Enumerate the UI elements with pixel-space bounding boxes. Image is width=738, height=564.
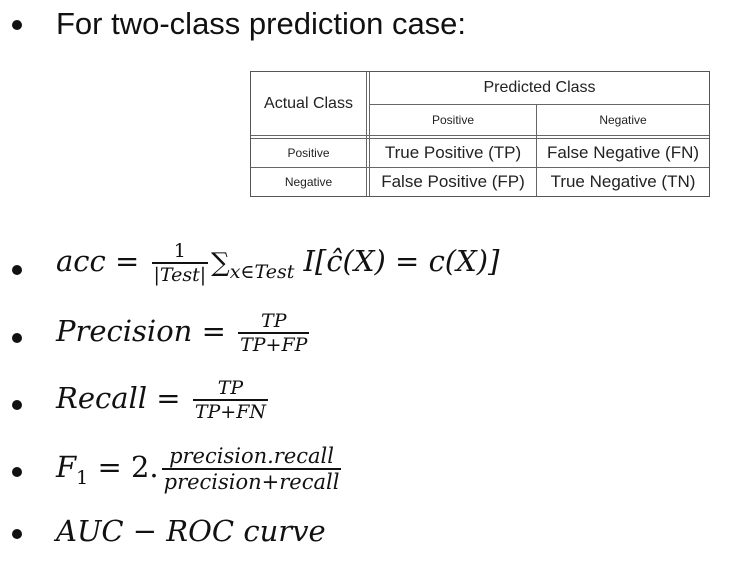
recall-fraction: TP TP+FN [192, 377, 269, 423]
page-title: For two-class prediction case: [56, 6, 467, 41]
row-header-negative: Negative [284, 175, 333, 189]
cell-tp: True Positive (TP) [384, 143, 522, 162]
f1-subscript: 1 [76, 466, 89, 489]
acc-numerator: 1 [151, 240, 209, 264]
precision-lhs: Precision = [56, 314, 226, 348]
acc-rhs: I[ĉ(X) = c(X)] [303, 244, 500, 278]
col-header-negative: Negative [599, 113, 647, 127]
f1-equals: = 2. [97, 450, 159, 484]
sum-symbol: ∑ [211, 248, 230, 278]
acc-lhs: acc = [56, 244, 140, 278]
recall-formula: Recall = TP TP+FN [56, 377, 271, 423]
precision-numerator: TP [238, 310, 310, 334]
f1-symbol: F [56, 450, 77, 484]
confusion-matrix-table: Actual Class Predicted Class Positive Ne… [250, 71, 710, 197]
actual-class-header: Actual Class [264, 94, 353, 112]
acc-denominator: |Test| [153, 264, 207, 286]
predicted-class-header: Predicted Class [483, 79, 596, 96]
precision-formula: Precision = TP TP+FP [56, 310, 312, 356]
bullet [12, 529, 22, 539]
f1-numerator: precision.recall [161, 444, 342, 470]
cell-tn: True Negative (TN) [550, 172, 696, 191]
f1-fraction: precision.recall precision+recall [161, 444, 342, 494]
bullet [12, 400, 22, 410]
recall-numerator: TP [192, 377, 269, 401]
precision-denominator: TP+FP [240, 334, 308, 356]
bullet [12, 467, 22, 477]
precision-fraction: TP TP+FP [238, 310, 310, 356]
recall-lhs: Recall = [56, 381, 181, 415]
row-header-positive: Positive [287, 146, 330, 160]
bullet [12, 20, 22, 30]
sum-subscript: x∈Test [229, 260, 295, 283]
accuracy-formula: acc = 1 |Test| ∑x∈Test I[ĉ(X) = c(X)] [56, 240, 499, 286]
recall-denominator: TP+FN [194, 401, 267, 423]
f1-formula: F1 = 2. precision.recall precision+recal… [56, 444, 344, 494]
bullet [12, 265, 22, 275]
auc-roc-text: AUC − ROC curve [56, 514, 326, 548]
acc-fraction: 1 |Test| [151, 240, 209, 286]
f1-denominator: precision+recall [163, 470, 340, 494]
cell-fn: False Negative (FN) [546, 143, 700, 162]
col-header-positive: Positive [431, 113, 475, 127]
cell-fp: False Positive (FP) [381, 172, 525, 191]
bullet [12, 333, 22, 343]
